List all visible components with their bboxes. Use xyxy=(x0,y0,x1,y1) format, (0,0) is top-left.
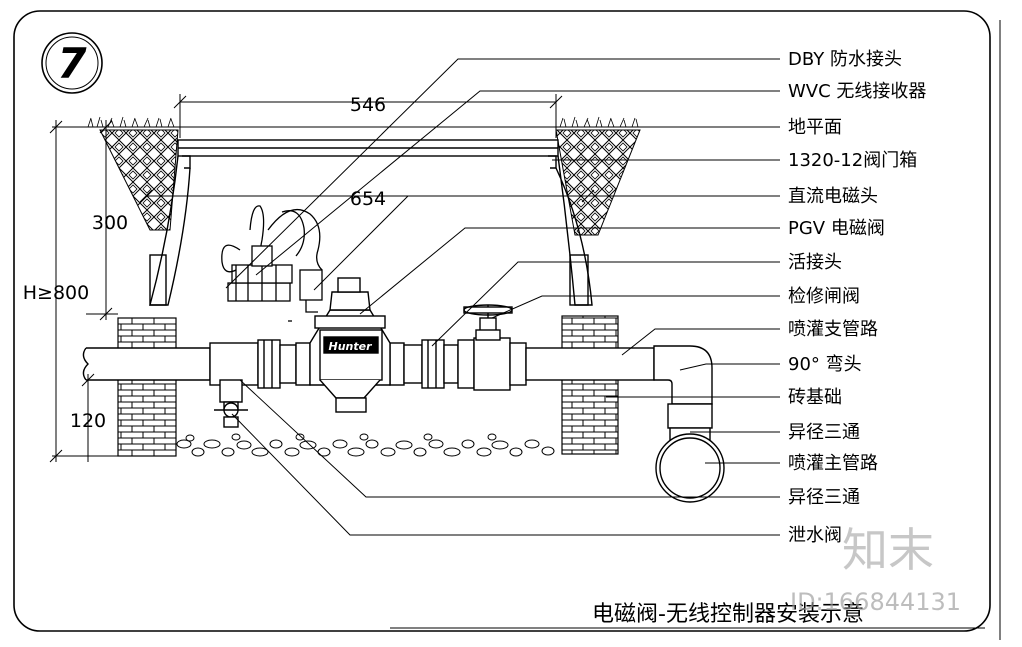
pgv-valve-drawing xyxy=(309,277,391,413)
outer-frame xyxy=(13,10,991,632)
solenoid-receiver-drawing xyxy=(221,205,323,322)
soil-right xyxy=(555,129,641,236)
dimension-base-height: 120 xyxy=(70,410,106,432)
label-reducing-tee-2: 异径三通 xyxy=(788,487,860,508)
label-main-pipe: 喷灌主管路 xyxy=(788,453,878,474)
valve-brand-text: Hunter xyxy=(328,340,372,353)
label-reducing-tee-1: 异径三通 xyxy=(788,422,860,443)
valve-box xyxy=(149,139,593,306)
brick-foundation-left xyxy=(117,317,177,457)
badge-number: 7 xyxy=(57,39,87,88)
label-dc-solenoid: 直流电磁头 xyxy=(788,186,878,207)
label-pgv-valve: PGV 电磁阀 xyxy=(788,218,885,239)
watermark-brand: 知末 xyxy=(842,523,934,577)
label-wvc-receiver: WVC 无线接收器 xyxy=(788,81,926,102)
gravel-bed xyxy=(176,433,555,457)
callout-labels: DBY 防水接头 WVC 无线接收器 地平面 1320-12阀门箱 直流电磁头 … xyxy=(788,49,926,546)
grass-right xyxy=(559,116,639,128)
leader-lines xyxy=(225,58,780,536)
dimension-top-width: 546 xyxy=(350,94,386,116)
grass-left xyxy=(87,116,175,128)
label-lateral-pipe: 喷灌支管路 xyxy=(788,319,878,340)
label-dby-connector: DBY 防水接头 xyxy=(788,49,902,70)
label-brick-base: 砖基础 xyxy=(788,387,842,408)
watermark: 知末 ID:166844131 xyxy=(790,523,961,616)
label-elbow-90: 90° 弯头 xyxy=(788,354,862,375)
soil-left xyxy=(99,129,179,231)
label-ground-level: 地平面 xyxy=(788,117,842,138)
pipe-assembly xyxy=(82,337,725,503)
dimension-inner-width: 654 xyxy=(350,188,386,210)
dimension-total-height: H≥800 xyxy=(23,282,89,304)
label-gate-valve: 检修闸阀 xyxy=(788,286,860,307)
watermark-id: ID:166844131 xyxy=(790,588,961,616)
gate-valve-drawing xyxy=(463,304,513,341)
dimension-box-height: 300 xyxy=(92,212,128,234)
label-valve-box: 1320-12阀门箱 xyxy=(788,150,917,171)
label-drain-valve: 泄水阀 xyxy=(788,525,842,546)
label-union: 活接头 xyxy=(788,252,842,273)
brick-foundation-right xyxy=(561,315,619,455)
detail-badge: 7 xyxy=(41,32,103,94)
drawing-title: 电磁阀-无线控制器安装示意 xyxy=(592,602,864,627)
